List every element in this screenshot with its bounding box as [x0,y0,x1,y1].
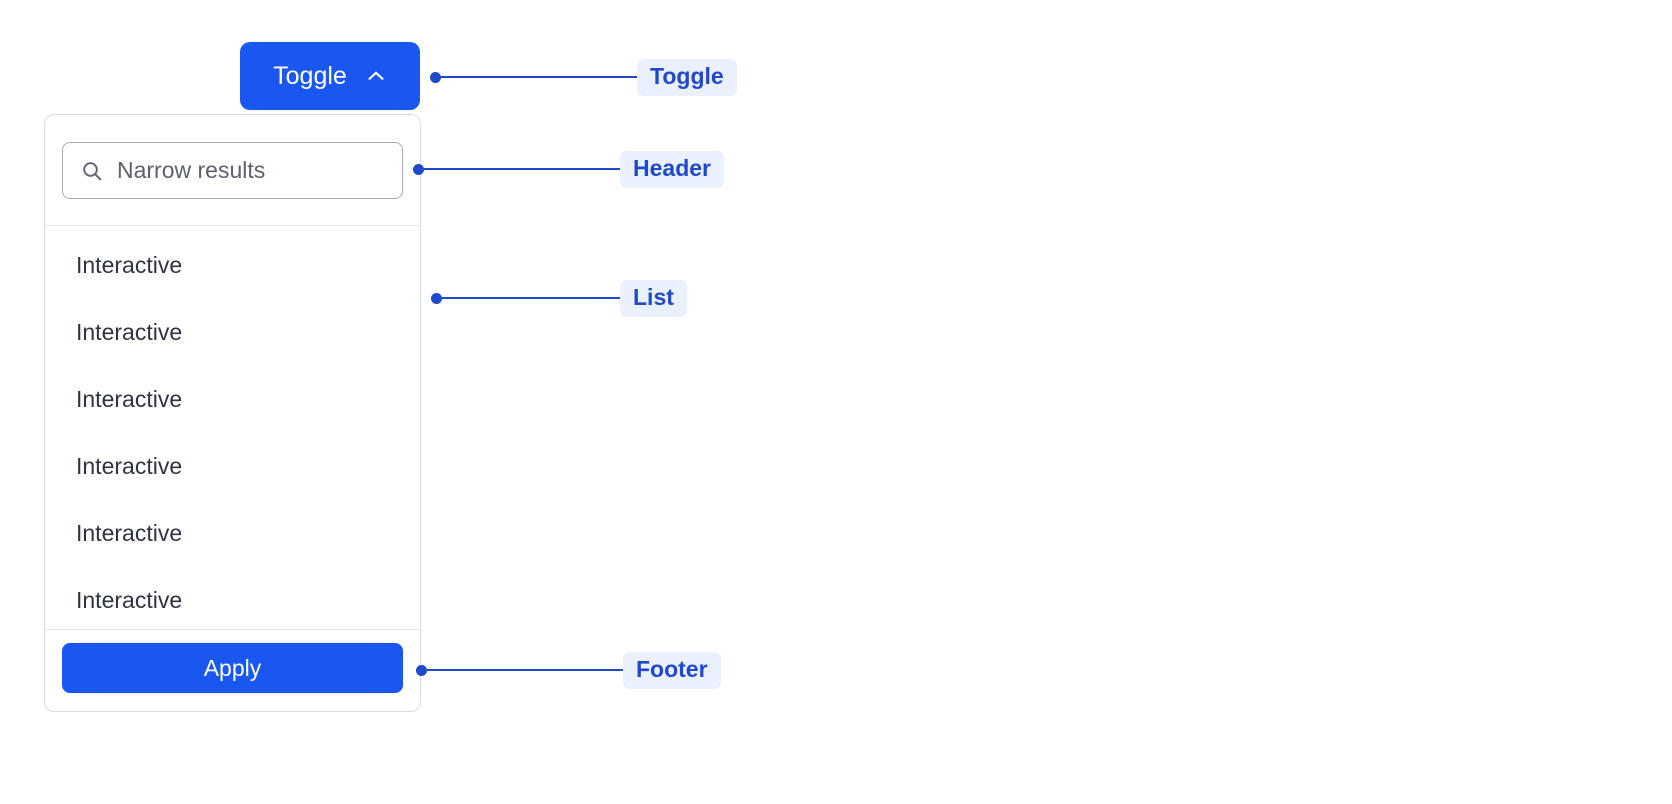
annotation-header: Header [413,150,724,188]
annotation-list: List [431,279,687,317]
list-item[interactable]: Interactive [45,567,420,629]
list-item-label: Interactive [76,252,183,278]
list-item[interactable]: Interactive [45,366,420,433]
annotation-leader-line [442,297,620,299]
annotation-label: Header [620,150,724,188]
dropdown-footer: Apply [45,629,420,711]
list-item[interactable]: Interactive [45,433,420,500]
search-box[interactable] [62,142,403,199]
annotation-dot-icon [413,163,424,175]
list-item-label: Interactive [76,453,183,479]
list-item-label: Interactive [76,386,183,412]
annotation-label: Footer [623,651,721,689]
search-input[interactable] [117,157,385,184]
annotation-leader-line [441,76,637,78]
dropdown-list: Interactive Interactive Interactive Inte… [45,226,420,629]
annotation-label: List [620,279,687,317]
annotation-leader-line [427,669,623,671]
toggle-button[interactable]: Toggle [240,42,420,110]
annotation-dot-icon [416,664,427,676]
annotation-dot-icon [430,71,441,83]
annotation-dot-icon [431,292,442,304]
list-item[interactable]: Interactive [45,232,420,299]
list-item[interactable]: Interactive [45,500,420,567]
annotation-label: Toggle [637,58,737,96]
search-icon [80,159,104,183]
list-item[interactable]: Interactive [45,299,420,366]
annotation-toggle: Toggle [430,58,737,96]
dropdown-panel: Interactive Interactive Interactive Inte… [44,114,421,712]
list-item-label: Interactive [76,520,183,546]
annotation-footer: Footer [416,651,721,689]
toggle-button-label: Toggle [273,61,347,90]
list-item-label: Interactive [76,587,183,613]
annotation-leader-line [424,168,620,170]
list-item-label: Interactive [76,319,183,345]
apply-button[interactable]: Apply [62,643,403,693]
chevron-up-icon [365,65,387,87]
dropdown-header [45,115,420,226]
